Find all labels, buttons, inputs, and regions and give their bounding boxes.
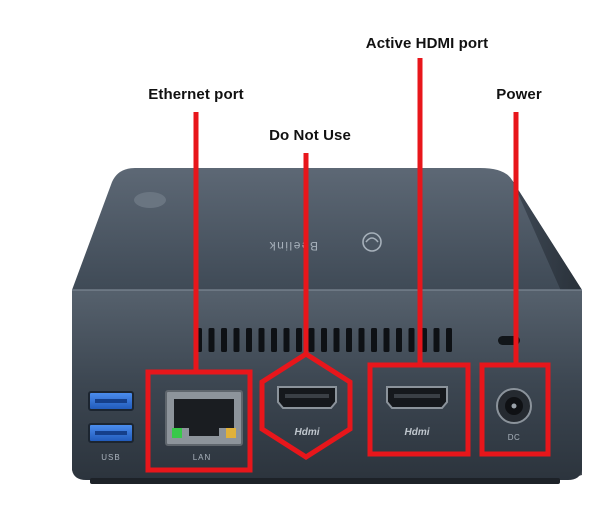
vent-slot — [433, 328, 440, 352]
vent-slot — [283, 328, 290, 352]
vent-slot — [258, 328, 265, 352]
lan-link-led — [172, 428, 182, 438]
vent-slot — [321, 328, 327, 352]
vent-slot — [233, 328, 240, 352]
vent-slot — [358, 328, 365, 352]
ethernet-highlight-box — [145, 369, 253, 473]
active-hdmi-callout: Active HDMI port — [365, 35, 489, 52]
vent-slot — [346, 328, 352, 352]
hdmi-right-label: Hdmi — [405, 427, 430, 438]
hdmi-port-right-group: Hdmi — [386, 386, 448, 438]
vent-slot — [371, 328, 377, 352]
vent-slot — [308, 328, 315, 352]
ethernet-port-group: LAN — [165, 390, 243, 462]
hdmi-port-left-group: Hdmi — [277, 386, 337, 438]
vent-grille — [196, 328, 452, 352]
vent-slot — [246, 328, 252, 352]
dc-jack-label: DC — [508, 433, 521, 442]
power-highlight-box — [479, 362, 551, 457]
power-callout: Power — [496, 86, 542, 103]
lan-activity-led — [226, 428, 236, 438]
active-hdmi-highlight-box — [367, 362, 471, 457]
usb-port-label: USB — [101, 453, 120, 462]
vent-slot — [383, 328, 390, 352]
vent-slot — [221, 328, 227, 352]
chassis-top — [72, 168, 582, 290]
brand-logo-icon — [362, 232, 382, 252]
vent-slot — [271, 328, 277, 352]
ethernet-port-callout: Ethernet port — [148, 86, 244, 103]
vent-slot — [333, 328, 340, 352]
lan-port-label: LAN — [193, 453, 212, 462]
vent-slot — [408, 328, 415, 352]
annotation-overlay — [145, 58, 551, 473]
brand-wordmark: Beelink — [268, 239, 318, 253]
vent-slot — [446, 328, 452, 352]
do-not-use-callout: Do Not Use — [269, 127, 351, 144]
vent-slot — [396, 328, 402, 352]
top-screw-cover — [134, 192, 166, 208]
rubber-foot — [90, 478, 560, 484]
do-not-use-highlight-hexagon — [259, 351, 353, 460]
usb-port-group: USB — [88, 391, 134, 462]
dc-jack-group: DC — [496, 388, 532, 442]
vent-slot — [208, 328, 215, 352]
vent-slot — [296, 328, 302, 352]
hdmi-left-label: Hdmi — [295, 427, 320, 438]
